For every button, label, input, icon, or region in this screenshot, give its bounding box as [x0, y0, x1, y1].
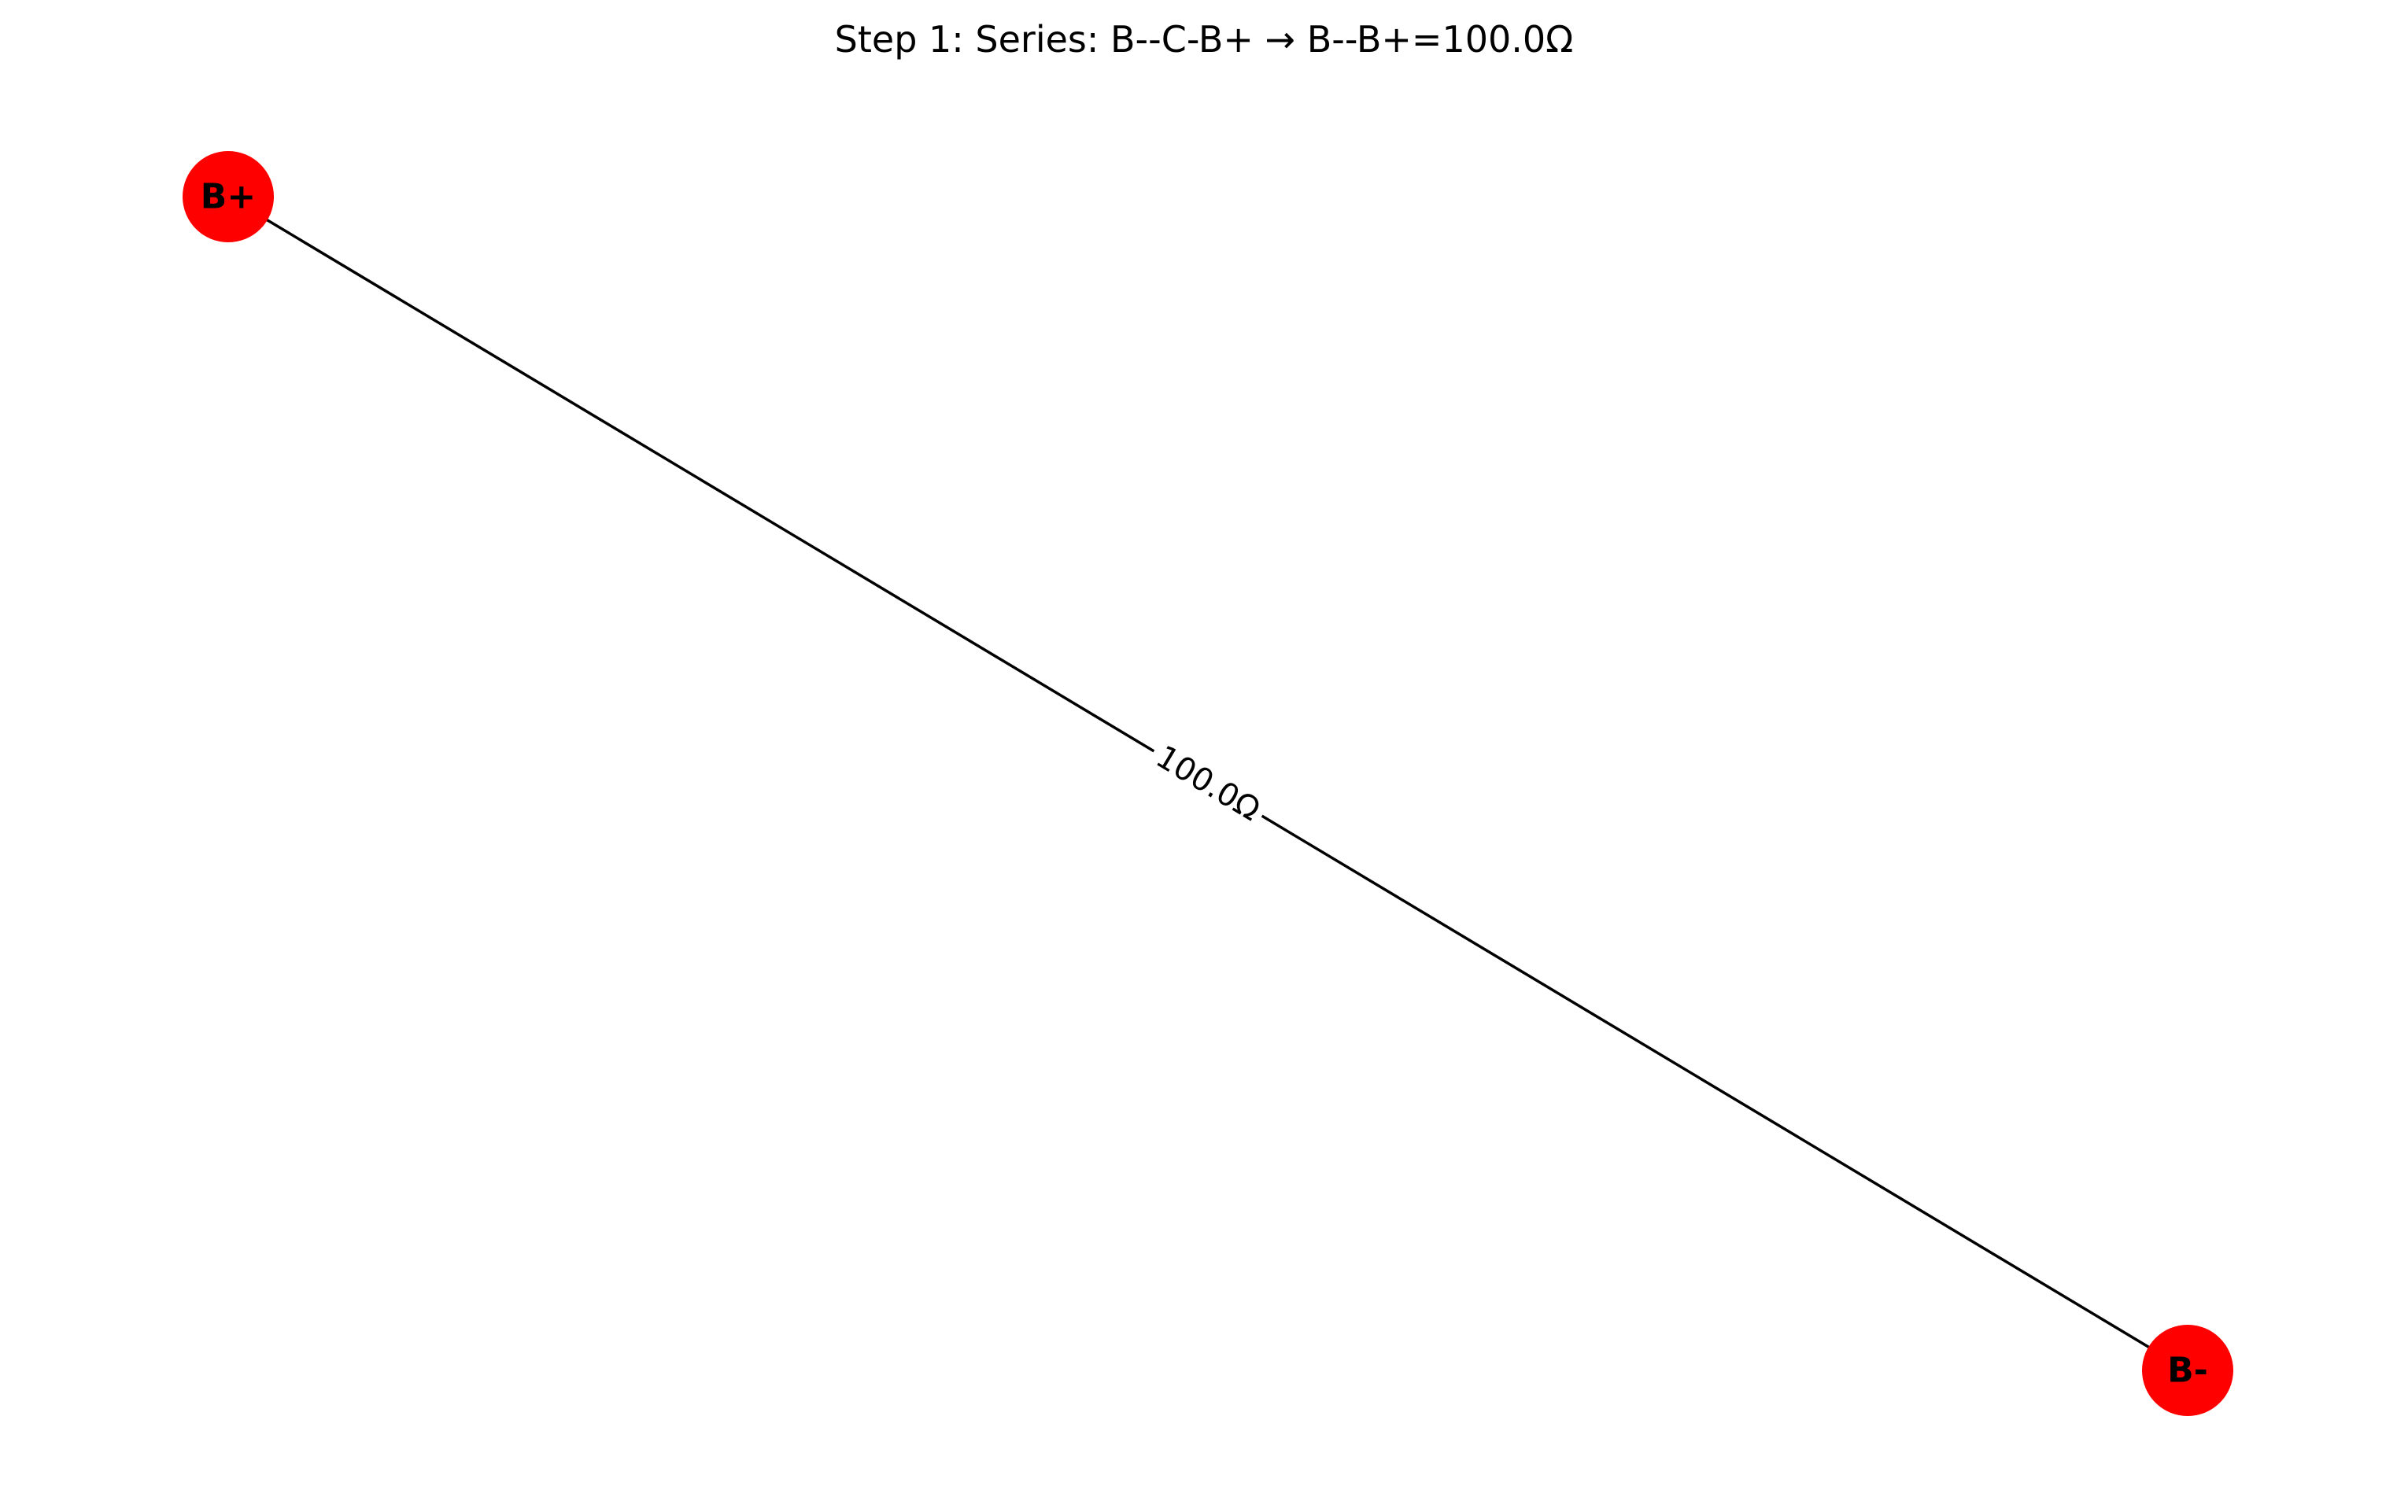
node-circle: [183, 151, 274, 242]
node-b-plus: B+: [183, 151, 274, 242]
node-circle: [2142, 1325, 2233, 1416]
node-label: B-: [2167, 1351, 2208, 1391]
diagram-title: Step 1: Series: B--C-B+ → B--B+=100.0Ω: [835, 18, 1574, 61]
edge-label-background: [1142, 732, 1274, 835]
node-label: B+: [201, 177, 256, 217]
node-b-minus: B-: [2142, 1325, 2233, 1416]
edge-b-plus-b-minus: 100.0Ω: [227, 195, 2188, 1372]
